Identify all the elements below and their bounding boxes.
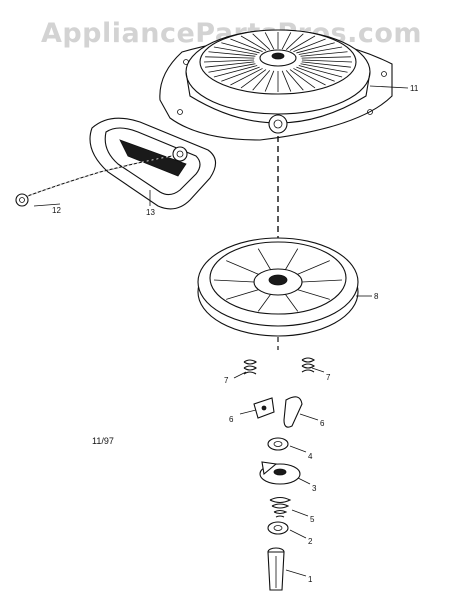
pulley-spoke xyxy=(226,260,259,275)
diagram-date-code: 11/97 xyxy=(92,436,114,446)
pawl-right xyxy=(283,396,303,428)
housing-rib xyxy=(205,61,255,68)
callout-13: 13 xyxy=(146,208,155,217)
housing-rib xyxy=(240,69,267,89)
callout-6-right: 6 xyxy=(320,419,325,428)
housing-rib xyxy=(281,70,292,92)
housing-rib xyxy=(289,35,316,51)
pulley-spoke xyxy=(285,248,299,270)
housing-rib xyxy=(252,33,271,50)
housing-rib xyxy=(293,38,326,52)
housing-rib xyxy=(203,59,255,63)
pulley-spoke xyxy=(226,289,259,300)
housing-rib xyxy=(298,46,343,55)
callout-11: 11 xyxy=(410,84,419,93)
pulley-spoke xyxy=(297,260,330,275)
pulley-spoke xyxy=(257,248,271,270)
callout-12: 12 xyxy=(52,206,61,215)
housing-rib xyxy=(301,59,353,63)
housing-rib xyxy=(252,70,271,91)
housing-rib xyxy=(230,68,263,86)
pulley-spoke xyxy=(257,294,271,312)
housing-rib xyxy=(213,65,258,78)
pulley-spoke xyxy=(301,279,343,283)
callout-leaders xyxy=(33,85,409,577)
housing-rib xyxy=(208,63,256,73)
housing-rib xyxy=(285,70,304,91)
housing-rib xyxy=(285,33,304,50)
housing-rib xyxy=(301,61,351,68)
pulley-spoke xyxy=(285,294,299,312)
housing-rib xyxy=(221,66,260,82)
pulley-spoke xyxy=(213,279,255,283)
housing-rib xyxy=(301,56,351,59)
housing-rib xyxy=(264,32,275,50)
callout-7-left: 7 xyxy=(224,376,229,385)
housing-rib xyxy=(289,69,316,89)
center-screw xyxy=(267,547,285,591)
rope-pulley xyxy=(197,237,359,337)
brake-spring xyxy=(269,496,292,518)
callout-5: 5 xyxy=(310,515,315,524)
pulley-spoke xyxy=(297,289,330,300)
housing-rib xyxy=(213,46,258,55)
housing-rib xyxy=(298,65,343,78)
housing-rib xyxy=(221,42,260,54)
callout-6-left: 6 xyxy=(229,415,234,424)
housing-rib xyxy=(300,51,348,57)
housing-rib xyxy=(296,42,335,54)
pawl-spring-left xyxy=(243,359,257,375)
housing-rib xyxy=(230,38,263,52)
callout-4: 4 xyxy=(308,452,313,461)
housing-rib xyxy=(205,56,255,59)
housing-rib xyxy=(281,32,292,50)
starter-handle xyxy=(89,117,217,210)
housing-rib xyxy=(296,66,335,82)
starter-rope xyxy=(15,155,173,207)
housing-rib xyxy=(300,63,348,73)
pawl-left xyxy=(253,397,275,419)
washer-upper xyxy=(267,437,289,451)
pawl-spring-right xyxy=(301,357,315,373)
recoil-housing xyxy=(159,29,393,141)
callout-7-right: 7 xyxy=(326,373,331,382)
housing-rib xyxy=(293,68,326,86)
housing-rib xyxy=(240,35,267,51)
callout-2: 2 xyxy=(308,537,313,546)
housing-rib xyxy=(264,70,275,92)
callout-8: 8 xyxy=(374,292,379,301)
callout-1: 1 xyxy=(308,575,313,584)
callout-3: 3 xyxy=(312,484,317,493)
brake-retainer xyxy=(259,461,301,485)
housing-rib xyxy=(208,51,256,57)
washer-lower xyxy=(267,521,289,535)
